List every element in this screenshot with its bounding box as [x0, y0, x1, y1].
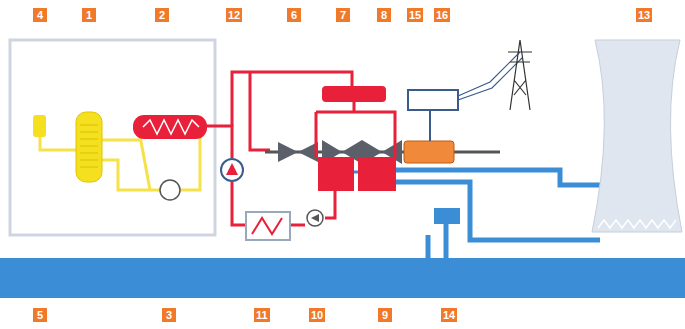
callout-number: 16: [434, 8, 450, 22]
cooling-pump: [434, 208, 460, 224]
callout-number: 1: [82, 8, 96, 22]
callout-number: 3: [162, 308, 176, 322]
callout-number: 5: [33, 308, 47, 322]
transformer: [408, 90, 458, 110]
callout-number: 11: [254, 308, 270, 322]
pressurizer: [33, 115, 46, 137]
callout-number: 7: [336, 8, 350, 22]
cooling-water: [396, 170, 600, 260]
reheater: [322, 86, 386, 102]
cooling-tower: [592, 40, 682, 232]
condenser: [318, 157, 354, 191]
feed-heater: [246, 212, 290, 240]
generator: [404, 141, 454, 163]
callout-number: 14: [441, 308, 457, 322]
condensate-pump: [307, 210, 323, 226]
callout-number: 6: [287, 8, 301, 22]
callout-number: 12: [226, 8, 242, 22]
gen-lead: [429, 110, 431, 141]
callout-number: 4: [33, 8, 47, 22]
pump-mark: [311, 214, 319, 222]
fuel-rods: [80, 125, 98, 167]
callout-number: 13: [636, 8, 652, 22]
callout-number: 10: [309, 308, 325, 322]
callout-number: 9: [378, 308, 392, 322]
sg-coil: [143, 120, 199, 134]
pump-mark: [226, 163, 238, 175]
primary-pump: [160, 180, 180, 200]
condenser: [358, 157, 396, 191]
callout-number: 2: [155, 8, 169, 22]
callout-number: 8: [377, 8, 391, 22]
containment: [10, 40, 215, 235]
water-band: [0, 258, 685, 298]
heater-coil: [252, 218, 282, 234]
feed-pump: [221, 159, 243, 181]
callout-number: 15: [407, 8, 423, 22]
crossover: [316, 112, 395, 157]
pylon: [508, 40, 532, 110]
steam-generator: [133, 115, 207, 139]
tower-legs: [598, 220, 676, 228]
cond-link: [354, 171, 358, 174]
reactor: [76, 112, 102, 182]
